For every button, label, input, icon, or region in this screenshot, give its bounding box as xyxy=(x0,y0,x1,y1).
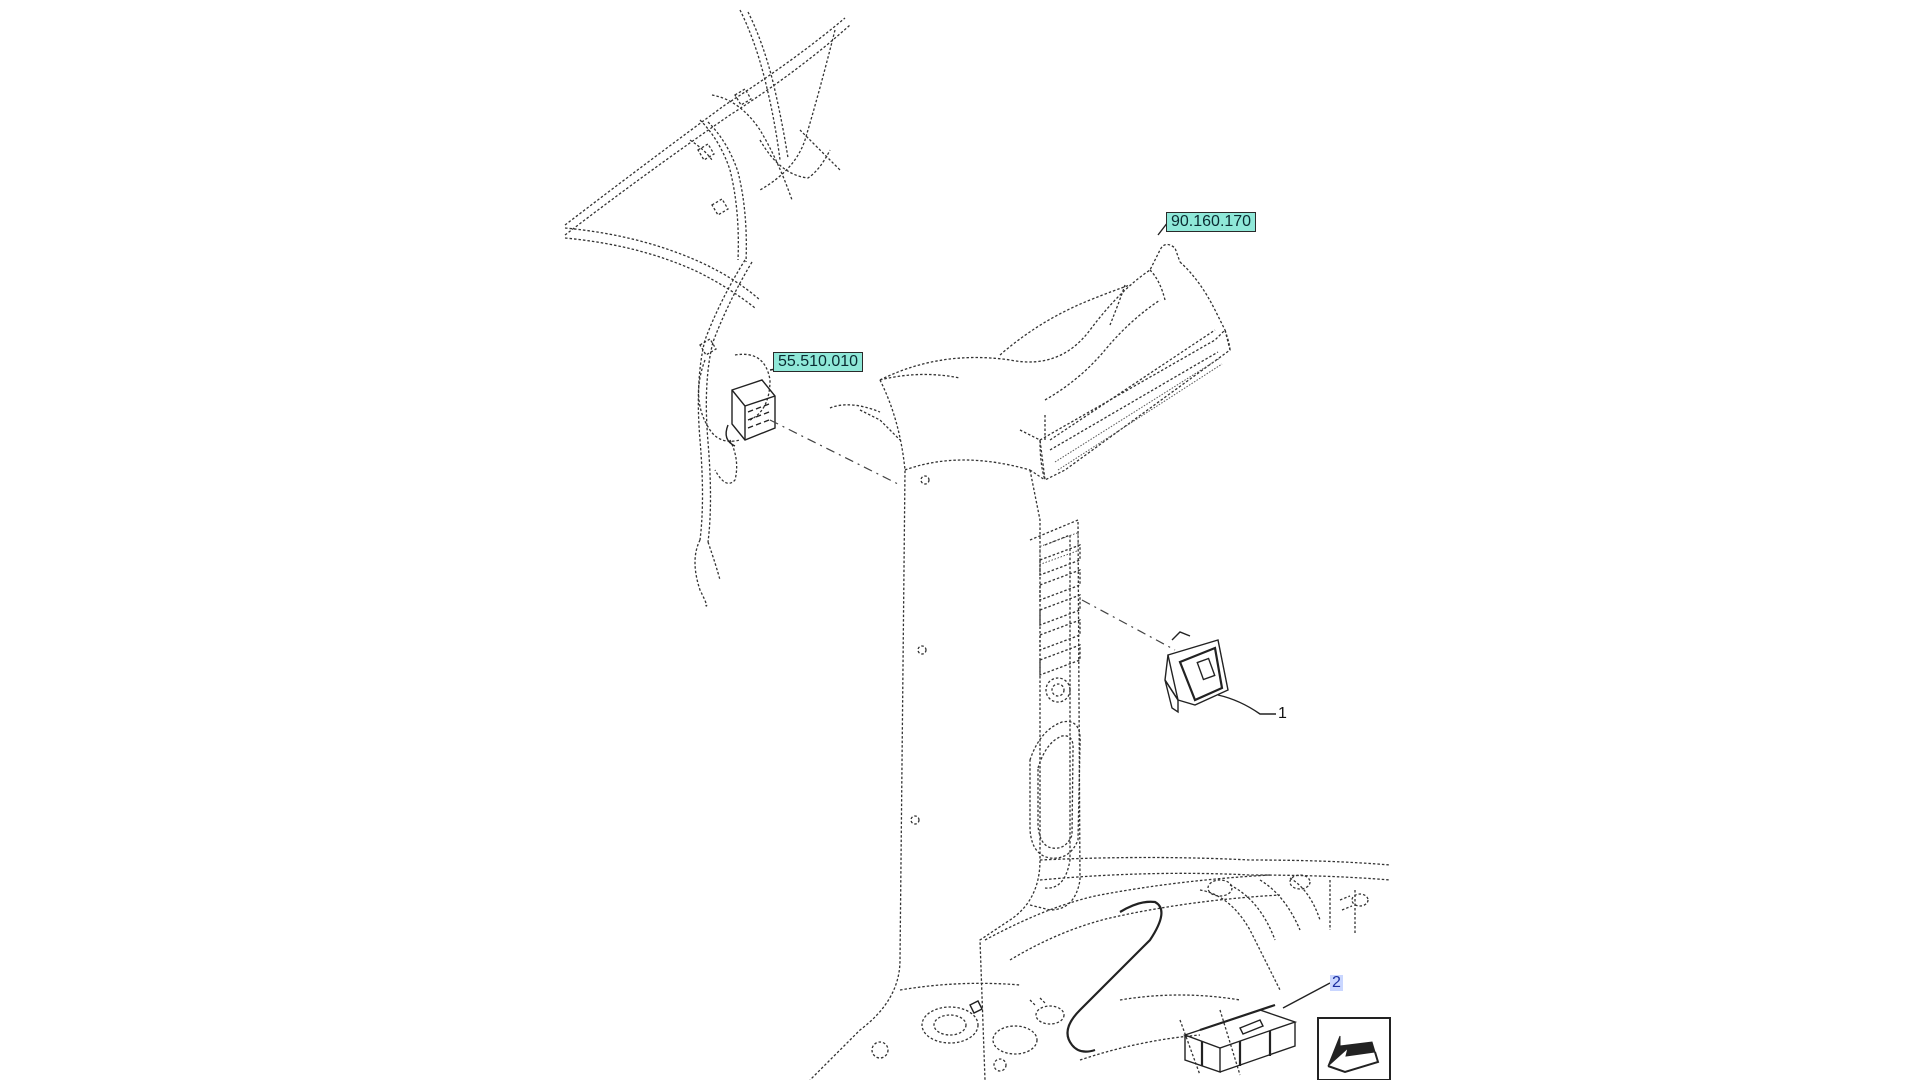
harness-connector xyxy=(725,379,776,447)
air-duct xyxy=(879,243,1231,481)
crate-kit-icon xyxy=(1182,1003,1298,1073)
pillar-trim-panel xyxy=(809,373,1081,1080)
rocker-switch-icon xyxy=(1081,599,1229,714)
wiring-harness xyxy=(564,9,851,607)
dashboard xyxy=(871,856,1391,1076)
previous-view-arrow-icon[interactable] xyxy=(1317,1017,1391,1080)
reference-tag-55-510-010[interactable]: 55.510.010 xyxy=(773,352,864,372)
reference-tag-90-160-170[interactable]: 90.160.170 xyxy=(1166,212,1257,232)
callout-item-2[interactable]: 2 xyxy=(1330,974,1343,991)
callout-item-1: 1 xyxy=(1278,705,1287,722)
